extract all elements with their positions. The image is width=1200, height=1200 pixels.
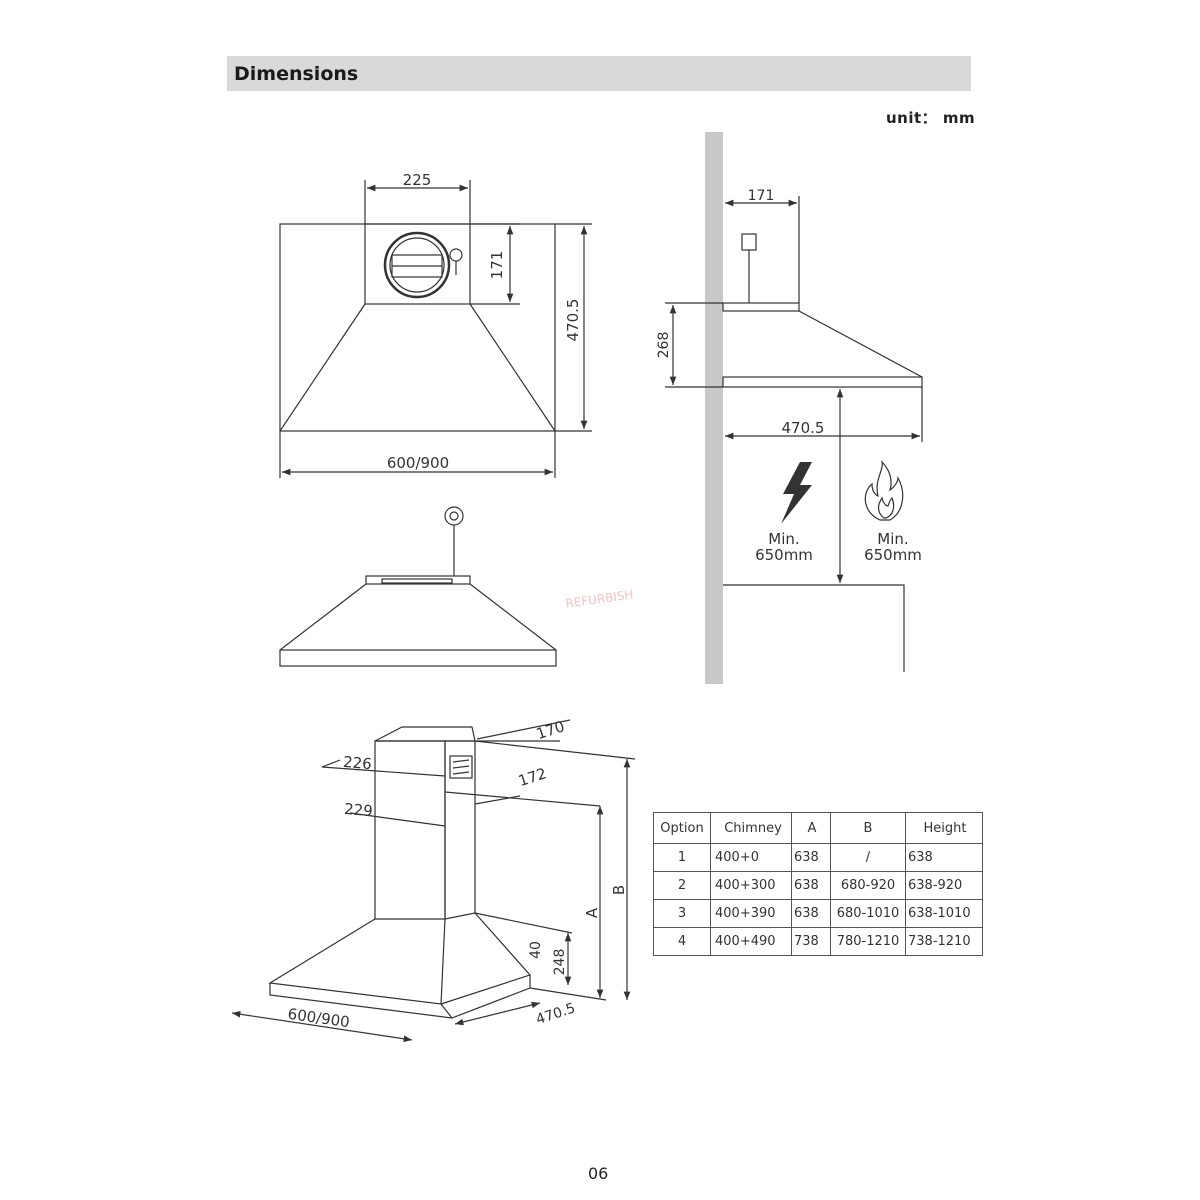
iso-label-b: B xyxy=(610,885,628,895)
plug-icon xyxy=(449,248,463,275)
table-cell: 680-920 xyxy=(830,871,906,900)
gas-min-clearance: Min.650mm xyxy=(864,530,922,564)
table-cell: 638-1010 xyxy=(905,899,983,928)
table-header-cell: Height xyxy=(905,812,983,844)
table-cell: 400+300 xyxy=(710,871,792,900)
front-duct-width-label: 225 xyxy=(403,171,432,189)
table-cell: 638 xyxy=(791,899,831,928)
table-cell: 2 xyxy=(653,871,711,900)
iso-dim-40-label: 40 xyxy=(528,941,544,959)
table-header-cell: B xyxy=(830,812,906,844)
table-cell: 638 xyxy=(791,843,831,872)
iso-chimney-width-bottom-label: 229 xyxy=(343,800,373,820)
front-total-height-label: 470.5 xyxy=(564,299,582,342)
table-cell: 400+0 xyxy=(710,843,792,872)
iso-width-label: 600/900 xyxy=(287,1005,351,1031)
table-cell: 400+390 xyxy=(710,899,792,928)
plug-icon xyxy=(741,233,757,303)
section-title: Dimensions xyxy=(234,63,359,85)
table-header-cell: Chimney xyxy=(710,812,792,844)
electric-min-clearance: Min.650mm xyxy=(755,530,813,564)
iso-dim-248-label: 248 xyxy=(552,949,568,976)
unit-label: unit： mm xyxy=(886,109,976,127)
iso-label-a: A xyxy=(583,907,601,918)
table-row: 4 400+490 738 780-1210 738-1210 xyxy=(653,927,983,956)
iso-chimney-width-top-label: 226 xyxy=(342,753,372,773)
table-header-cell: A xyxy=(791,812,831,844)
table-header-row: Option Chimney A B Height xyxy=(653,812,983,844)
table-cell: 3 xyxy=(653,899,711,928)
table-header-cell: Option xyxy=(653,812,711,844)
front-duct-height-label: 171 xyxy=(488,251,506,280)
front-view xyxy=(279,180,592,478)
iso-chimney-depth-top-label: 170 xyxy=(534,717,567,743)
flame-icon xyxy=(864,460,904,521)
side-depth-label: 470.5 xyxy=(782,419,825,437)
table-cell: 680-1010 xyxy=(830,899,906,928)
wall xyxy=(705,132,723,684)
front-width-label: 600/900 xyxy=(387,454,449,472)
table-row: 1 400+0 638 / 638 xyxy=(653,843,983,872)
front-elevation xyxy=(279,506,557,667)
plug-icon xyxy=(444,506,464,576)
table-cell: 638 xyxy=(905,843,983,872)
iso-chimney-depth-bottom-label: 172 xyxy=(516,764,549,790)
table-cell: 638-920 xyxy=(905,871,983,900)
table-cell: 400+490 xyxy=(710,927,792,956)
table-cell: 780-1210 xyxy=(830,927,906,956)
side-top-depth-label: 171 xyxy=(748,188,775,204)
table-cell: 4 xyxy=(653,927,711,956)
side-view xyxy=(665,132,923,684)
table-cell: / xyxy=(830,843,906,872)
section-header-bar: Dimensions xyxy=(227,56,971,91)
watermark-text: REFURBISH xyxy=(565,587,635,610)
table-cell: 1 xyxy=(653,843,711,872)
side-hood-height-label: 268 xyxy=(656,332,672,359)
page-number: 06 xyxy=(588,1164,609,1183)
isometric-view xyxy=(231,719,636,1043)
table-row: 3 400+390 638 680-1010 638-1010 xyxy=(653,899,983,928)
table-cell: 738 xyxy=(791,927,831,956)
iso-depth-label: 470.5 xyxy=(534,1000,577,1028)
table-cell: 638 xyxy=(791,871,831,900)
options-table: Option Chimney A B Height 1 400+0 638 / … xyxy=(653,812,983,956)
table-cell: 738-1210 xyxy=(905,927,983,956)
table-row: 2 400+300 638 680-920 638-920 xyxy=(653,871,983,900)
lightning-icon xyxy=(781,462,812,524)
